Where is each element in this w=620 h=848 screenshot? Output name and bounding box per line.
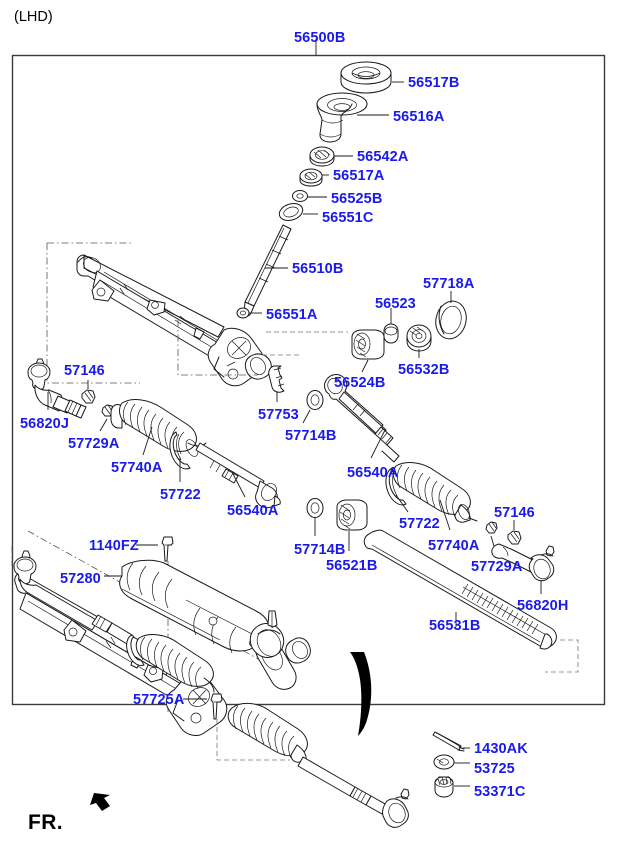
part-label-56524B: 56524B (334, 375, 386, 391)
part-56523 (383, 323, 399, 344)
part-label-53725: 53725 (474, 761, 515, 777)
part-label-1140FZ: 1140FZ (89, 538, 139, 554)
lower-left-tie-rod (13, 550, 215, 693)
part-56820h (491, 543, 555, 582)
part-56524b (351, 329, 385, 360)
part-label-57722-left: 57722 (160, 487, 201, 503)
part-label-57146-left: 57146 (64, 363, 105, 379)
part-label-57729A-left: 57729A (68, 436, 120, 452)
part-57146-right (507, 530, 522, 545)
part-label-57714B-left: 57714B (294, 542, 346, 558)
part-57714b-left (306, 498, 324, 518)
part-56516a (316, 92, 368, 143)
part-label-56531B: 56531B (429, 618, 481, 634)
part-57729a-right (485, 521, 498, 534)
part-label-1430AK: 1430AK (474, 741, 528, 757)
part-label-56532B: 56532B (398, 362, 450, 378)
part-53371c (434, 776, 454, 798)
part-label-56525B: 56525B (331, 191, 383, 207)
part-57722-right (385, 467, 407, 506)
part-label-57753: 57753 (258, 407, 299, 423)
part-56542a (309, 146, 335, 167)
part-1430ak (432, 731, 465, 752)
part-57740a-left (110, 399, 207, 457)
part-label-56516A: 56516A (393, 109, 445, 125)
part-label-56540A-left: 56540A (227, 503, 279, 519)
part-57146-left (81, 389, 96, 404)
part-label-56517A: 56517A (333, 168, 385, 184)
part-label-56510B: 56510B (292, 261, 344, 277)
part-label-56517B: 56517B (408, 75, 460, 91)
part-56540a-right (324, 374, 400, 463)
part-label-56540A-right: 56540A (347, 465, 399, 481)
part-56551a (236, 307, 250, 319)
steering-gear-housing-upper (46, 242, 272, 387)
part-label-57718A: 57718A (423, 276, 475, 292)
lower-right-tie-rod (227, 703, 410, 828)
part-label-57725A: 57725A (133, 692, 185, 708)
part-label-56820J: 56820J (20, 416, 69, 432)
part-56551c (278, 203, 304, 221)
part-label-56820H: 56820H (517, 598, 569, 614)
part-label-56551A: 56551A (266, 307, 318, 323)
part-56532b (406, 324, 432, 352)
part-56510b (243, 224, 292, 317)
part-1140fz (161, 536, 174, 562)
part-56525b (292, 190, 308, 202)
part-label-57740A-right: 57740A (428, 538, 480, 554)
part-57714b-right (306, 390, 324, 410)
part-57718a (435, 300, 467, 340)
part-label-56551C: 56551C (322, 210, 374, 226)
fr-direction-arrow (90, 793, 110, 811)
part-label-56542A: 56542A (357, 149, 409, 165)
part-label-57280: 57280 (60, 571, 101, 587)
variant-note: (LHD) (14, 9, 53, 25)
part-label-56500B: 56500B (294, 30, 346, 46)
part-56517b (340, 61, 392, 94)
part-57753 (268, 365, 285, 393)
part-56521b (336, 499, 368, 531)
part-label-56523: 56523 (375, 296, 416, 312)
part-label-57714B-right: 57714B (285, 428, 337, 444)
part-56517a (299, 168, 323, 187)
part-56540a-left (195, 442, 281, 509)
part-label-57729A-right: 57729A (471, 559, 523, 575)
part-label-53371C: 53371C (474, 784, 526, 800)
part-label-57740A-left: 57740A (111, 460, 163, 476)
part-label-57722-right: 57722 (399, 516, 440, 532)
part-53725 (433, 754, 455, 770)
orientation-marker-label: FR. (28, 811, 64, 834)
part-56820j (27, 358, 87, 419)
part-label-56521B: 56521B (326, 558, 378, 574)
part-57725a (210, 693, 223, 720)
part-label-57146-right: 57146 (494, 505, 535, 521)
part-56531b (363, 529, 557, 650)
diagram-frame (11, 54, 606, 706)
part-57740a-right (392, 462, 478, 523)
steering-gear-housing-lower (14, 572, 311, 736)
